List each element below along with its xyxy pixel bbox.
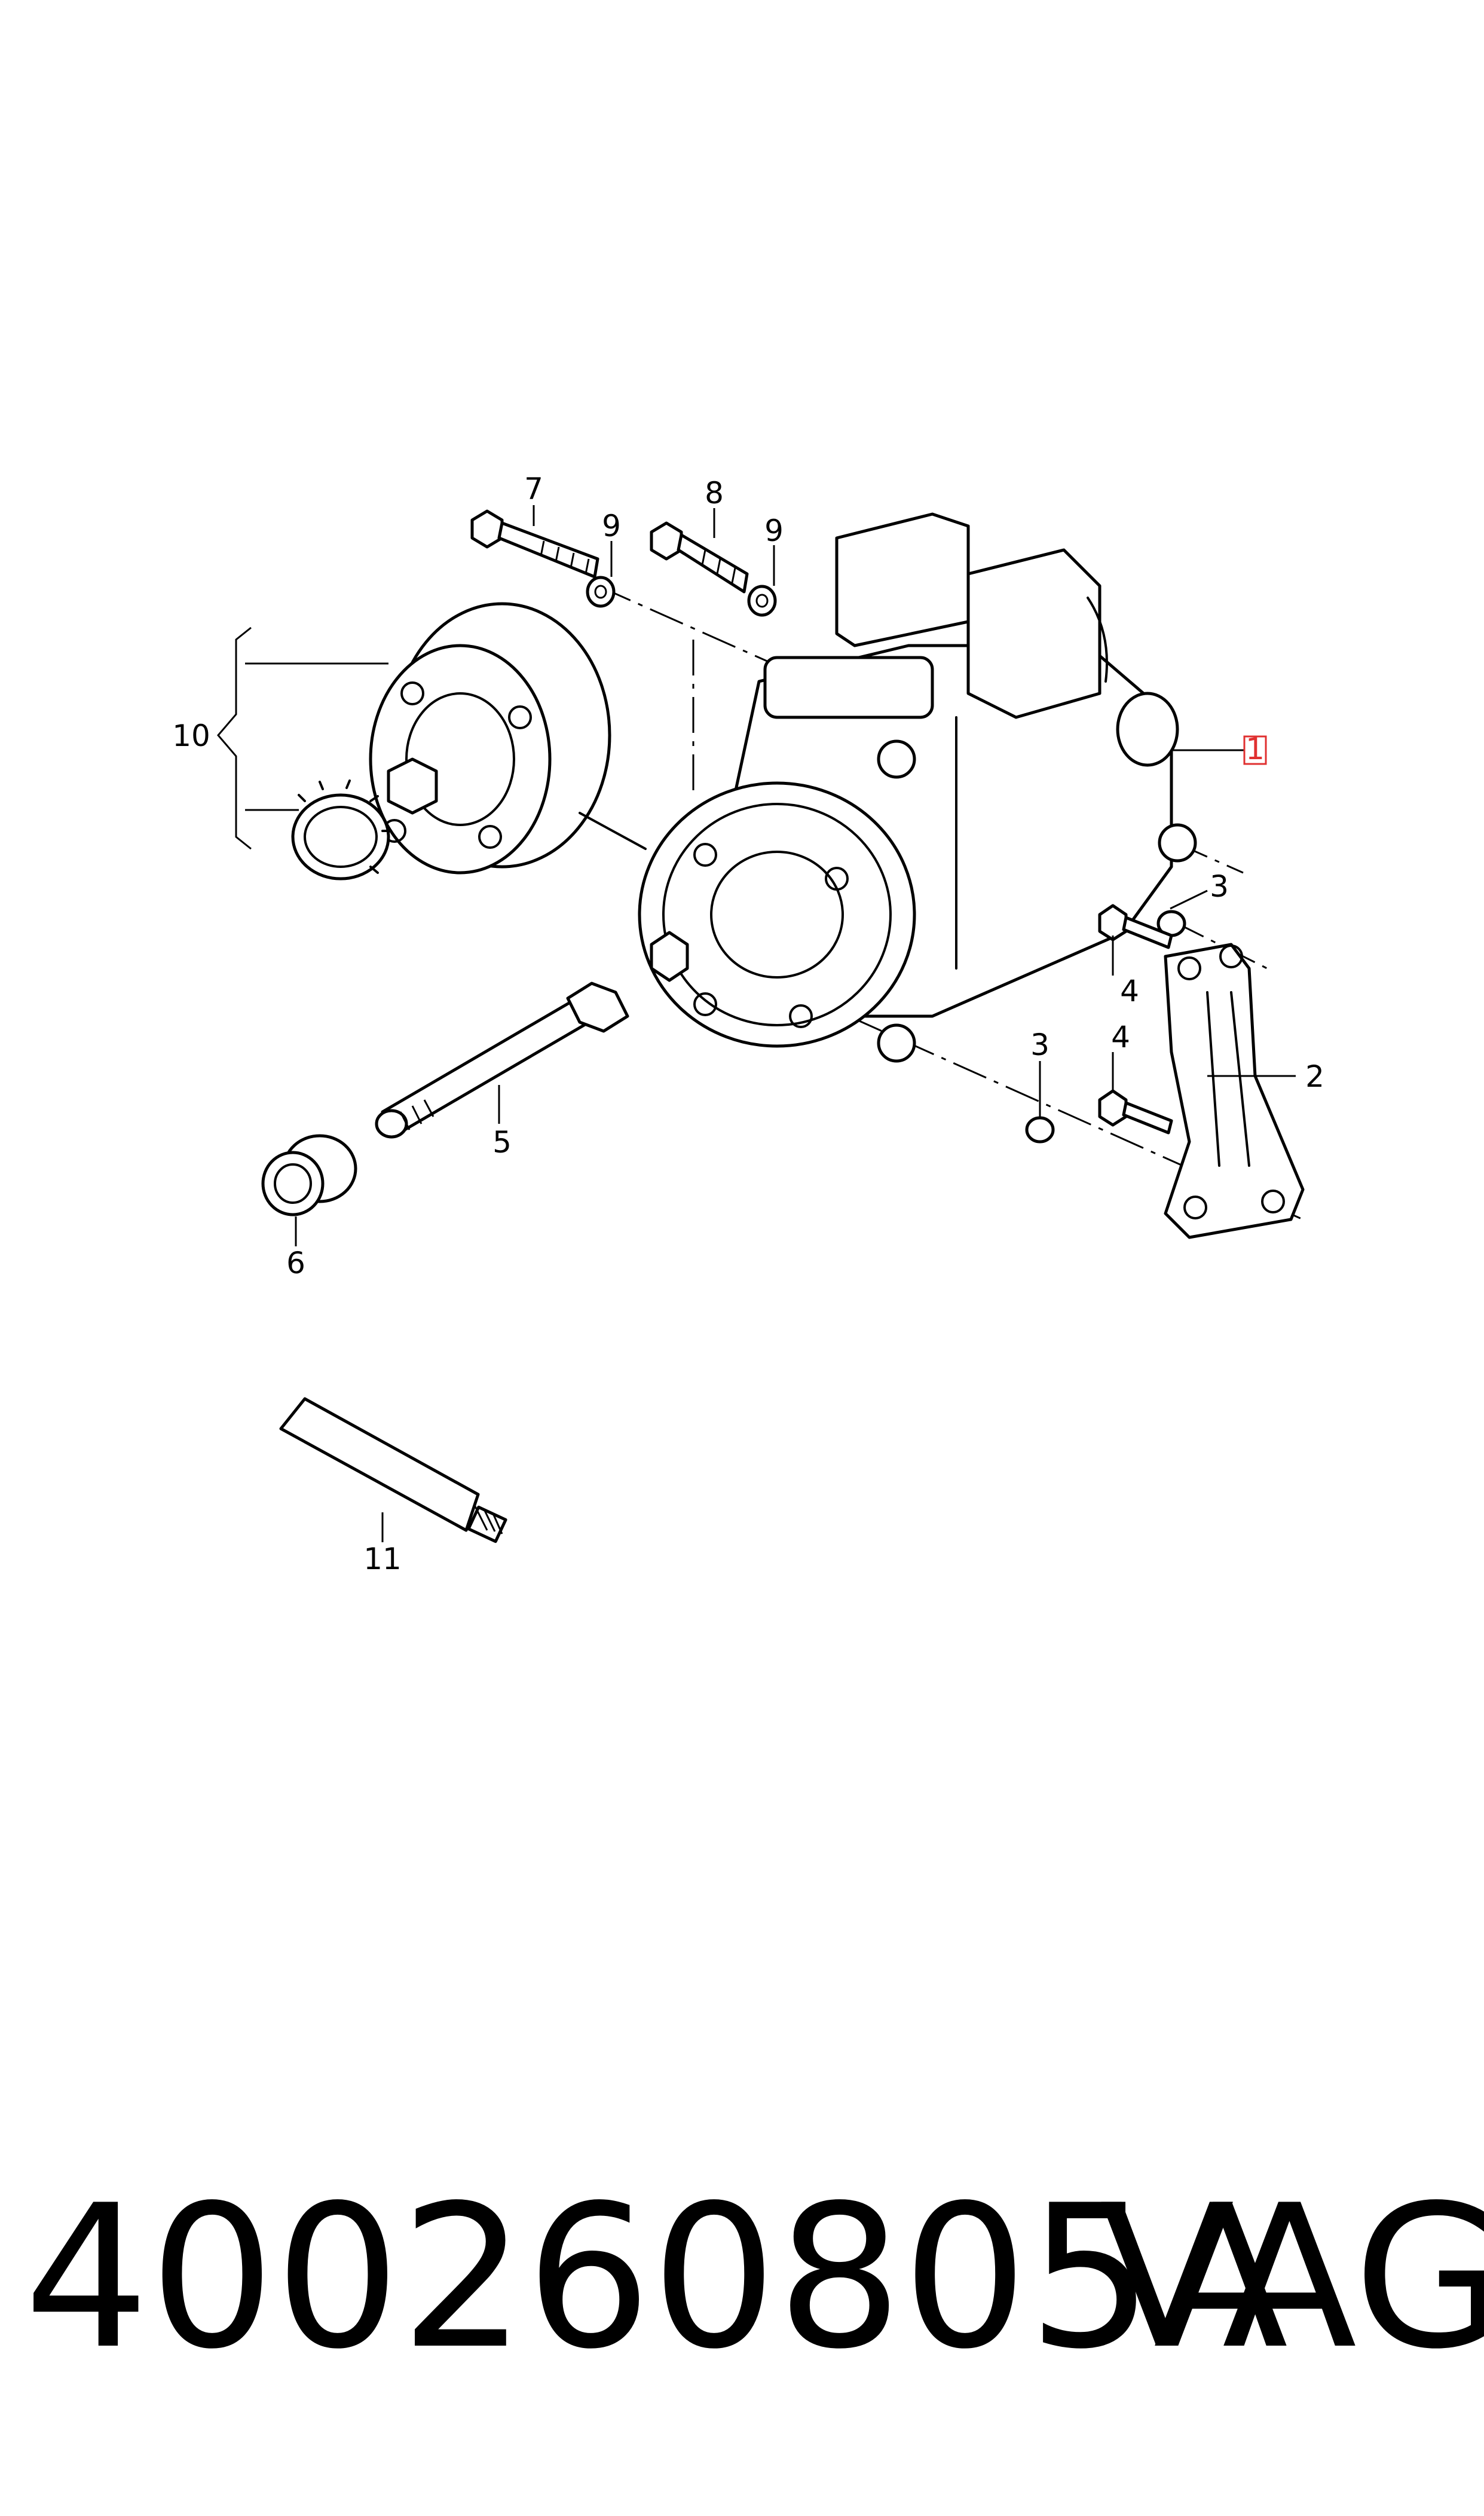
bolt-4b-part	[1098, 1089, 1173, 1135]
washer-9a-part	[586, 576, 616, 608]
stud-5-part	[375, 982, 629, 1139]
callout-8: 8	[705, 476, 724, 510]
callout-9a: 9	[602, 509, 621, 543]
bolt-8-part	[650, 521, 749, 594]
snap-ring-part	[291, 779, 392, 881]
callout-11: 11	[363, 1542, 402, 1576]
washer-9b-part	[747, 585, 777, 617]
callout-4b: 4	[1111, 1020, 1130, 1054]
callout-10: 10	[172, 719, 210, 753]
callout-9b: 9	[764, 513, 784, 548]
brand-name: VAG	[1100, 2163, 1484, 2392]
callout-6: 6	[286, 1246, 305, 1280]
callout-1[interactable]: 1	[1246, 732, 1265, 766]
grease-tube-11-part	[279, 1397, 507, 1543]
callout-7: 7	[524, 472, 543, 506]
footer: 400260805A VAG	[24, 2152, 1484, 2403]
grommet-6-part	[261, 1134, 357, 1216]
callout-3b: 3	[1030, 1028, 1049, 1062]
callout-5: 5	[492, 1125, 512, 1160]
compressor-part	[638, 512, 1197, 1063]
part-number: 400260805A	[24, 2163, 1289, 2392]
bolt-4a-part	[1098, 904, 1173, 949]
sleeve-3b-part	[1025, 1116, 1055, 1144]
bolt-7-part	[470, 509, 599, 579]
callout-4a: 4	[1120, 974, 1139, 1008]
leaders	[217, 505, 1296, 1542]
bracket-2-part	[1164, 943, 1305, 1239]
callout-2: 2	[1305, 1059, 1324, 1094]
clutch-pulley-part	[369, 602, 647, 875]
callout-3a: 3	[1210, 869, 1229, 904]
